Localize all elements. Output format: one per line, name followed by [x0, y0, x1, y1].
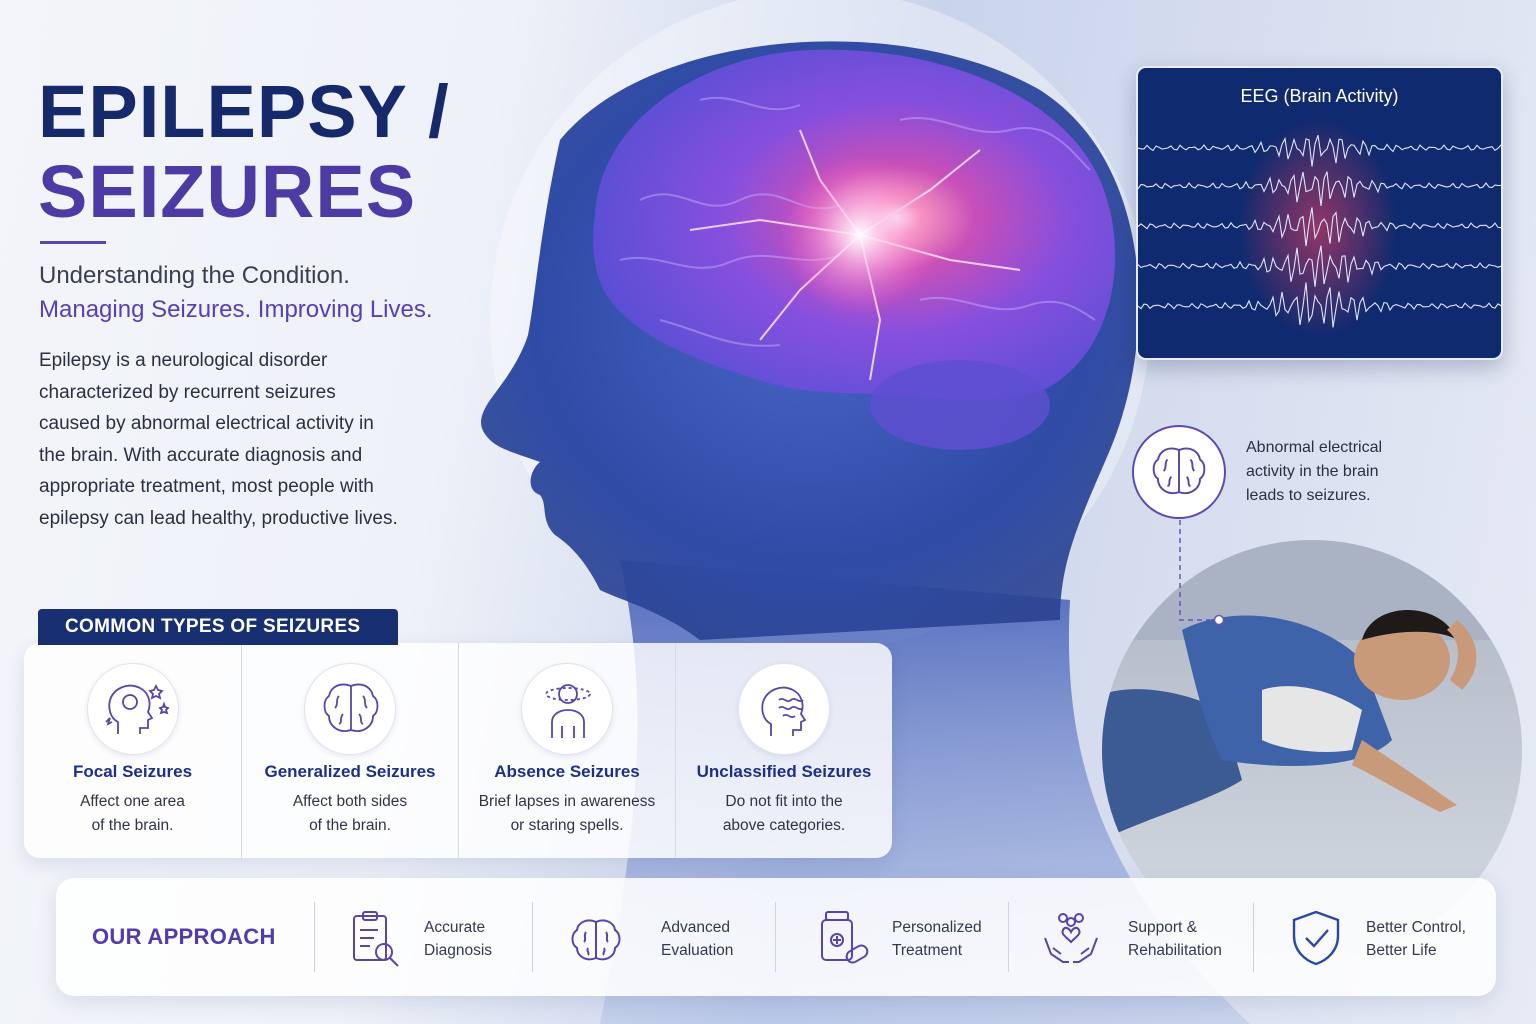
eeg-wave-line [1138, 171, 1501, 206]
title-line-2: SEIZURES [38, 150, 417, 233]
approach-item-label: Support &Rehabilitation [1128, 919, 1222, 959]
seizure-type-name: Focal Seizures [72, 762, 193, 781]
eeg-title: EEG (Brain Activity) [1240, 86, 1399, 106]
brain-icon [571, 919, 621, 961]
head-waves-icon [738, 663, 830, 755]
approach-divider [775, 902, 776, 972]
callout-connector [1179, 520, 1225, 626]
seizure-type-name: Generalized Seizures [264, 762, 436, 781]
medicine-bottle-icon [821, 911, 869, 964]
person-orbit-icon [521, 663, 613, 755]
approach-divider [1253, 902, 1254, 972]
approach-label: OUR APPROACH [92, 924, 276, 949]
head-stars-icon [86, 663, 179, 755]
seizure-type-name: Unclassified Seizures [696, 762, 872, 781]
page-title: EPILEPSY / SEIZURES [38, 72, 450, 232]
eeg-waveforms [1138, 118, 1501, 338]
approach-item-label: Better Control,Better Life [1366, 919, 1466, 959]
hands-heart-icon [1044, 913, 1098, 963]
description-paragraph: Epilepsy is a neurological disorder char… [39, 350, 398, 529]
approach-divider [314, 902, 315, 972]
shield-check-icon [1292, 910, 1340, 966]
seizure-type-absence: Absence Seizures Brief lapses in awarene… [458, 643, 675, 858]
eeg-panel: EEG (Brain Activity) [1136, 66, 1503, 360]
brain-icon [304, 663, 396, 755]
approach-divider [1008, 902, 1009, 972]
seizure-types-heading: COMMON TYPES OF SEIZURES [38, 609, 398, 645]
approach-divider [532, 902, 533, 972]
eeg-wave-line [1138, 135, 1501, 167]
clipboard-search-icon [353, 911, 399, 967]
seizure-type-unclassified: Unclassified Seizures Do not fit into th… [675, 643, 892, 858]
eeg-wave-line [1138, 282, 1501, 328]
title-divider [40, 241, 106, 244]
title-line-1: EPILEPSY / [38, 70, 450, 153]
subtitle-line-1: Understanding the Condition. [39, 262, 350, 289]
subtitle-line-2: Managing Seizures. Improving Lives. [39, 296, 433, 323]
eeg-wave-line [1138, 245, 1501, 287]
brain-icon [1132, 425, 1226, 519]
eeg-wave-line [1138, 207, 1501, 247]
seizure-type-name: Absence Seizures [494, 762, 640, 781]
